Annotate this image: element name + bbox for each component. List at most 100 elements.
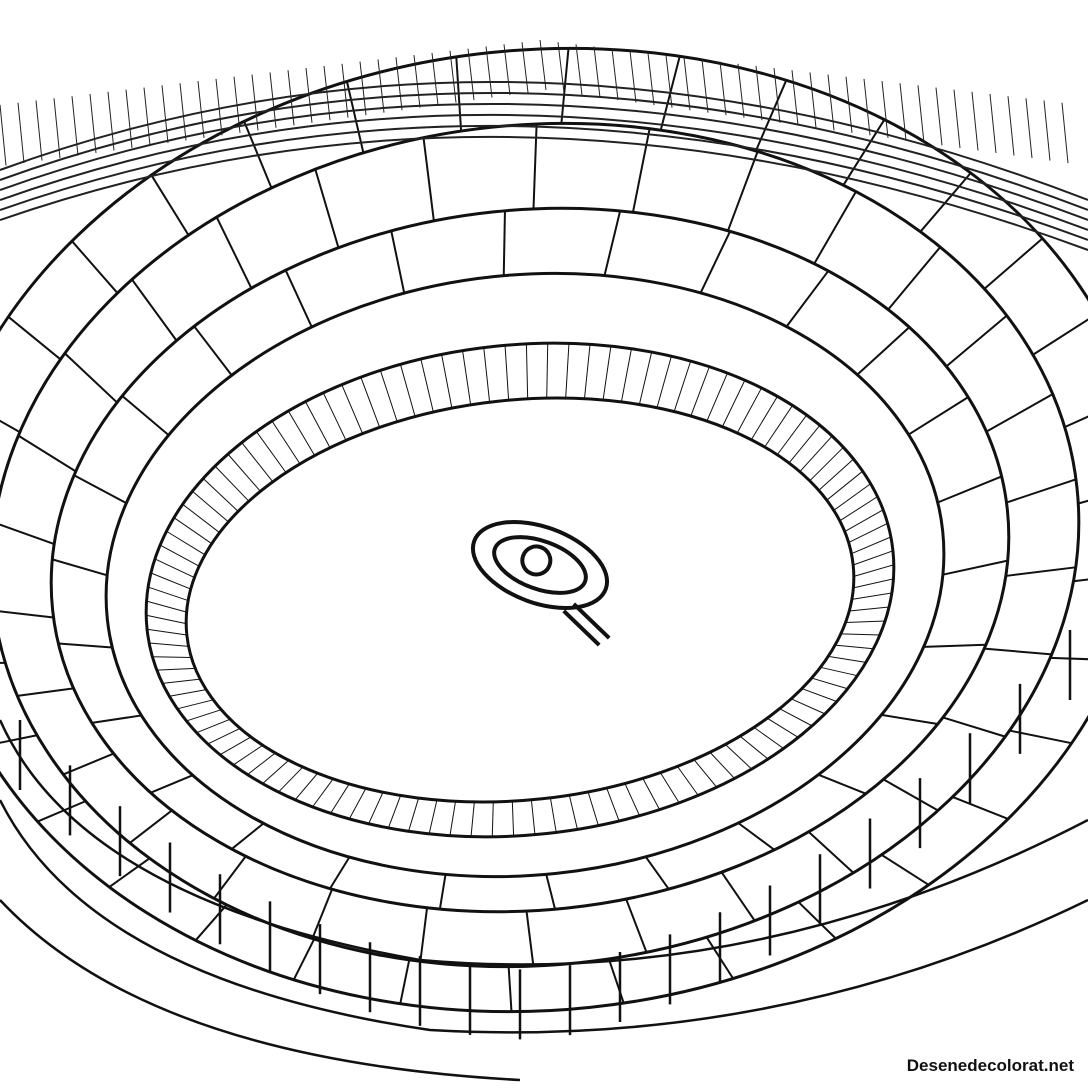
section-line (984, 647, 1052, 656)
roof-strut (971, 91, 979, 151)
section-line (1050, 656, 1088, 661)
seat-line (724, 744, 752, 770)
seat-line (166, 530, 206, 556)
roof-strut (431, 52, 439, 106)
seat-line (546, 343, 549, 399)
roof-strut (575, 44, 583, 96)
seat-line (470, 801, 475, 837)
section-line (73, 474, 127, 505)
roof-strut (287, 70, 295, 126)
roof-strut (773, 68, 781, 123)
roof-strut (53, 98, 61, 159)
section-line (390, 230, 406, 294)
section-line (438, 874, 447, 910)
seat-line (241, 442, 274, 483)
seat-line (146, 628, 187, 636)
seat-line (849, 606, 890, 612)
seat-line (833, 483, 871, 511)
facade-bottom (0, 799, 1088, 1034)
seat-line (530, 799, 536, 835)
section-line (881, 713, 938, 725)
seat-line (305, 401, 331, 448)
section-line (882, 778, 939, 812)
section-line (942, 559, 1008, 576)
seat-line (162, 678, 201, 684)
seat-line (441, 354, 453, 409)
section-line (150, 774, 194, 794)
roof-strut (647, 52, 655, 106)
section-line (817, 773, 867, 795)
roof-arc (0, 113, 1088, 231)
section-line (983, 237, 1044, 290)
roof-strut (935, 87, 943, 146)
seat-line (706, 372, 728, 422)
roof-strut (791, 70, 799, 126)
seat-line (147, 586, 189, 602)
center-logo (470, 520, 611, 647)
roof-strut (71, 96, 79, 156)
roof-arc (0, 124, 1088, 241)
seat-line (587, 791, 599, 826)
seat-line (202, 478, 239, 512)
roof-strut (215, 78, 223, 136)
seat-line (851, 592, 892, 600)
section-line (129, 809, 173, 844)
section-line (0, 419, 21, 434)
section-line (1032, 318, 1088, 356)
seat-line (173, 517, 213, 545)
seat-line (568, 795, 578, 830)
section-line (419, 907, 429, 962)
roof-strut (0, 104, 7, 166)
seat-line (840, 633, 880, 636)
section-line (625, 898, 648, 953)
seat-line (624, 783, 641, 816)
section-line (194, 904, 228, 941)
section-line (17, 434, 77, 473)
section-line (17, 687, 74, 697)
roof-strut (737, 63, 745, 118)
seat-line (656, 356, 672, 408)
seat-line (565, 343, 570, 399)
seat-line (779, 708, 813, 727)
seat-line (693, 759, 718, 788)
seat-line (736, 387, 762, 434)
seat-line (491, 801, 494, 837)
seat-line (271, 420, 301, 465)
section-line (737, 822, 775, 851)
section-line (785, 270, 830, 328)
roof-strut (1061, 102, 1069, 164)
seat-line (549, 797, 557, 833)
section-line (937, 475, 1002, 504)
seat-line (750, 396, 778, 440)
seat-line (379, 370, 398, 422)
section-line (215, 216, 253, 289)
seat-line (149, 642, 189, 647)
seat-line (602, 346, 612, 401)
seat-line (853, 578, 894, 589)
roof-strut (521, 42, 529, 93)
section-line (64, 352, 118, 404)
seat-line (811, 677, 848, 690)
ring-3 (49, 206, 1011, 914)
roof-strut (1025, 98, 1033, 159)
roof-strut (395, 57, 403, 111)
section-line (345, 81, 365, 154)
seat-line (753, 726, 784, 749)
seat-line (799, 435, 833, 473)
section-line (37, 800, 87, 823)
seat-line (150, 572, 191, 590)
seat-line (348, 788, 367, 820)
section-line (952, 796, 1009, 820)
roof-strut (35, 100, 43, 161)
ring-4 (0, 121, 1081, 969)
section-line (507, 966, 513, 1012)
roof-strut (341, 63, 349, 118)
seat-line (156, 667, 196, 671)
seat-line (721, 379, 746, 427)
seat-line (801, 688, 837, 702)
seat-line (462, 350, 472, 405)
section-line (842, 119, 886, 186)
section-line (121, 395, 170, 436)
roof-strut (377, 59, 385, 113)
